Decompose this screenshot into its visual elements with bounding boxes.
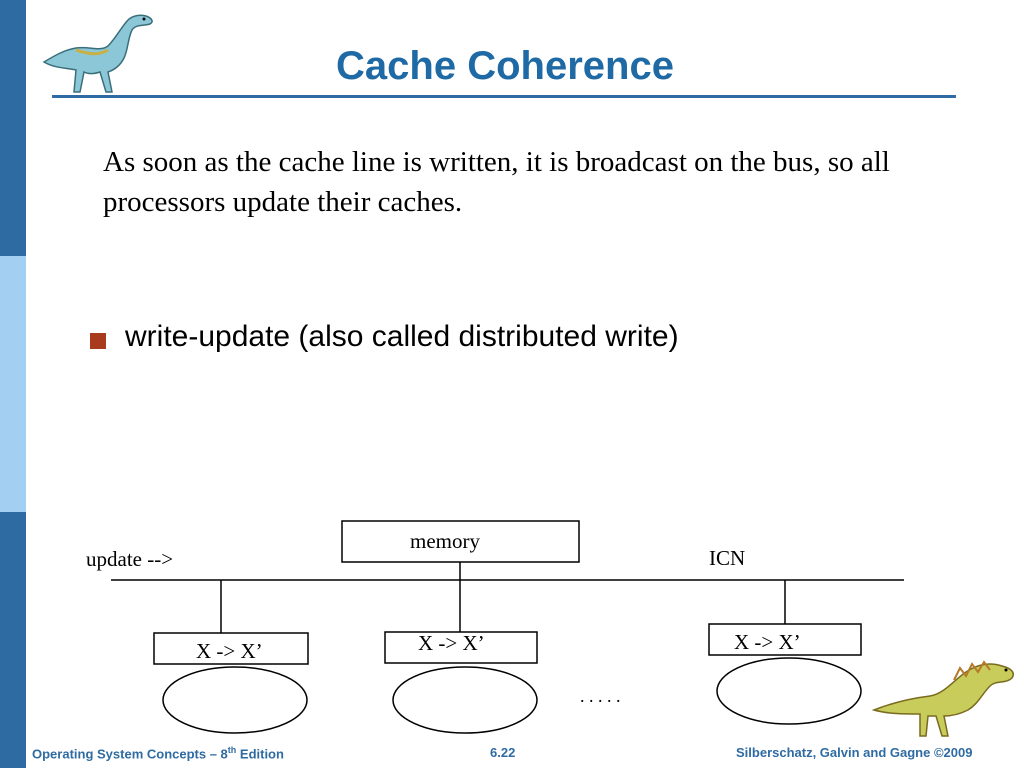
ellipsis-label: . . . . .: [580, 686, 621, 706]
footer-left-main: Operating System Concepts – 8: [32, 746, 228, 762]
sidebar-band-middle: [0, 256, 26, 512]
processor-3: [716, 657, 862, 725]
footer-left-tail: Edition: [236, 746, 284, 762]
processor-2: [392, 666, 538, 734]
dinosaur-icon-bottom: [871, 660, 1014, 737]
sidebar-band-bottom: [0, 512, 26, 768]
cache-box-3: [708, 623, 862, 656]
cache-box-2: [384, 631, 538, 664]
footer-left: Operating System Concepts – 8th Edition: [32, 745, 284, 761]
sidebar-band-top: [0, 0, 26, 256]
footer-right: Silberschatz, Galvin and Gagne ©2009: [736, 745, 973, 760]
cache-box-1: [153, 632, 309, 665]
bullet-text: write-update (also called distributed wr…: [125, 320, 679, 353]
title-underline: [52, 95, 956, 98]
footer-page-number: 6.22: [490, 745, 516, 760]
cache-label-3: X -> X’: [734, 630, 801, 654]
dinosaur-icon-top: [42, 14, 153, 93]
slide-title: Cache Coherence: [336, 44, 674, 88]
update-label: update -->: [86, 547, 174, 571]
footer-left-sup: th: [227, 745, 237, 755]
bullet-square-icon: [90, 333, 106, 349]
memory-box: [341, 520, 580, 563]
cache-label-2: X -> X’: [418, 631, 485, 655]
intro-paragraph: As soon as the cache line is written, it…: [103, 146, 890, 218]
memory-label: memory: [410, 529, 480, 553]
processor-1: [162, 666, 308, 734]
cache-label-1: X -> X’: [196, 639, 263, 663]
icn-label: ICN: [709, 546, 746, 570]
